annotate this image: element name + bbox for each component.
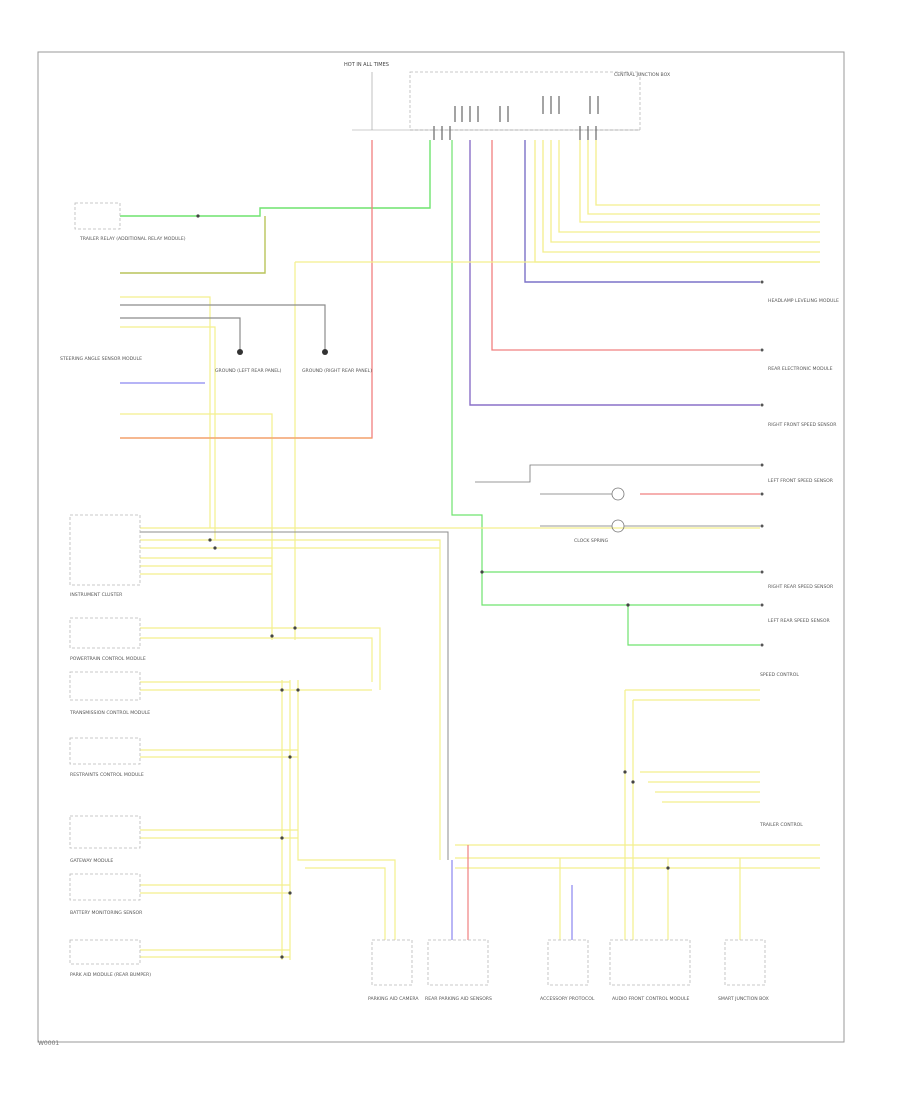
- top-connector-pins: [433, 96, 599, 140]
- wire-yellow-bundle-top: [534, 140, 820, 263]
- wire-yellow-right-lower: [455, 689, 820, 940]
- label-right-sensor: RIGHT FRONT SPEED SENSOR: [768, 422, 837, 428]
- label-trailer-ctrl: TRAILER CONTROL: [759, 822, 803, 828]
- wire-purple-right: [469, 140, 760, 406]
- wire-green-top: [120, 140, 431, 217]
- label-bottom5: SMART JUNCTION BOX: [718, 996, 769, 1002]
- label-speed-control: SPEED CONTROL: [760, 672, 799, 678]
- wire-grey-cluster: [140, 531, 449, 860]
- diagram-frame: [37, 51, 845, 1043]
- ground-symbols: [237, 349, 328, 355]
- label-rear-ecu: REAR ELECTRONIC MODULE: [768, 366, 833, 372]
- top-title-label: HOT IN ALL TIMES: [344, 62, 389, 68]
- wire-green-lower: [627, 605, 760, 646]
- wire-grey-grounds: [120, 304, 326, 350]
- wire-cluster-bundle: [140, 527, 760, 860]
- right-terminals: [760, 280, 764, 647]
- label-left-ground: GROUND (LEFT REAR PANEL): [215, 368, 282, 374]
- wire-green-vertical: [451, 140, 760, 606]
- bottom-module-boxes: [371, 939, 766, 986]
- wire-red-fuse: [120, 140, 373, 439]
- wire-yellow-left: [120, 261, 820, 640]
- wire-olive-top: [120, 216, 266, 274]
- wire-red-right: [491, 140, 760, 351]
- label-bottom1: PARKING AID CAMERA: [368, 996, 419, 1002]
- footer-code: W0001: [38, 1040, 60, 1047]
- label-clock-spring: CLOCK SPRING: [574, 538, 609, 544]
- label-headlamp: HEADLAMP LEVELING MODULE: [768, 298, 839, 304]
- wire-modules-left: [140, 627, 396, 960]
- label-left-side: LEFT REAR SPEED SENSOR: [768, 618, 830, 624]
- label-bottom3: ACCESSORY PROTOCOL: [540, 996, 595, 1002]
- label-right-ground: GROUND (RIGHT REAR PANEL): [302, 368, 372, 374]
- left-module-boxes: [69, 202, 141, 965]
- label-power-fuse: POWERTRAIN CONTROL MODULE: [70, 656, 146, 662]
- label-steering-angle: STEERING ANGLE SENSOR MODULE: [60, 356, 142, 362]
- junction-box-outline: [409, 71, 641, 131]
- label-right-side: RIGHT REAR SPEED SENSOR: [768, 584, 834, 590]
- label-bottom-left: PARK AID MODULE (REAR BUMPER): [70, 972, 151, 978]
- wire-purple-top: [524, 140, 760, 283]
- label-restraints: RESTRAINTS CONTROL MODULE: [70, 772, 144, 778]
- label-left-sensor: LEFT FRONT SPEED SENSOR: [768, 478, 834, 484]
- label-gateway: GATEWAY MODULE: [70, 858, 113, 864]
- label-trailer-relay: TRAILER RELAY (ADDITIONAL RELAY MODULE): [79, 236, 186, 242]
- label-battery-ecu: BATTERY MONITORING SENSOR: [70, 910, 143, 916]
- top-right-label: CENTRAL JUNCTION BOX: [614, 72, 670, 78]
- label-bottom4: AUDIO FRONT CONTROL MODULE: [612, 996, 690, 1002]
- label-transmission: TRANSMISSION CONTROL MODULE: [69, 710, 150, 716]
- clock-spring-symbol: [475, 464, 760, 533]
- label-instrument-cluster: INSTRUMENT CLUSTER: [70, 592, 123, 598]
- label-bottom2: REAR PARKING AID SENSORS: [425, 996, 492, 1002]
- wire-bottom-verticals: [451, 845, 573, 940]
- splice-dots: [196, 214, 670, 959]
